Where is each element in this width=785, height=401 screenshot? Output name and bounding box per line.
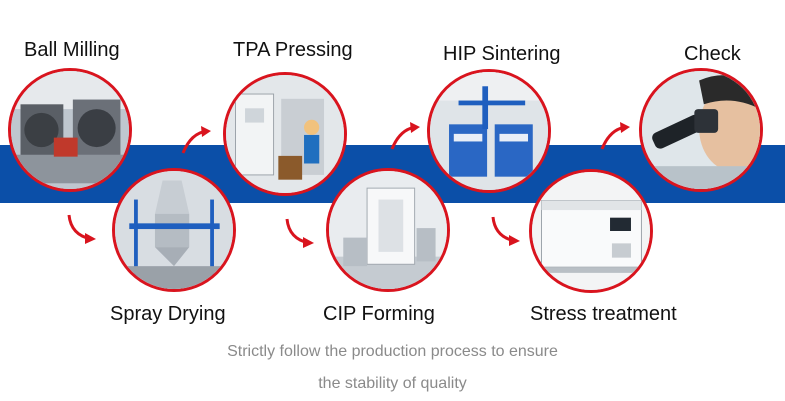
hip-sintering-photo [427,69,551,193]
tpa-pressing-photo [223,72,347,196]
ball-milling-photo [8,68,132,192]
arrow-down-icon [285,218,314,248]
stress-treatment-photo [529,169,653,293]
label-stress-treatment: Stress treatment [530,303,677,325]
label-hip-sintering: HIP Sintering [443,43,561,65]
arrow-right-icon [390,122,420,150]
arrow-right-icon [600,122,630,150]
arrow-down-icon [67,214,96,244]
check-photo [639,68,763,192]
label-cip-forming: CIP Forming [323,303,435,325]
arrow-down-icon [491,216,520,246]
label-ball-milling: Ball Milling [24,39,120,61]
label-spray-drying: Spray Drying [110,303,226,325]
cip-forming-photo [326,168,450,292]
spray-drying-photo [112,168,236,292]
caption-line-2: the stability of quality [318,375,467,392]
caption-line-1: Strictly follow the production process t… [227,343,558,360]
label-tpa-pressing: TPA Pressing [233,39,353,61]
label-check: Check [684,43,741,65]
arrow-right-icon [181,126,211,154]
